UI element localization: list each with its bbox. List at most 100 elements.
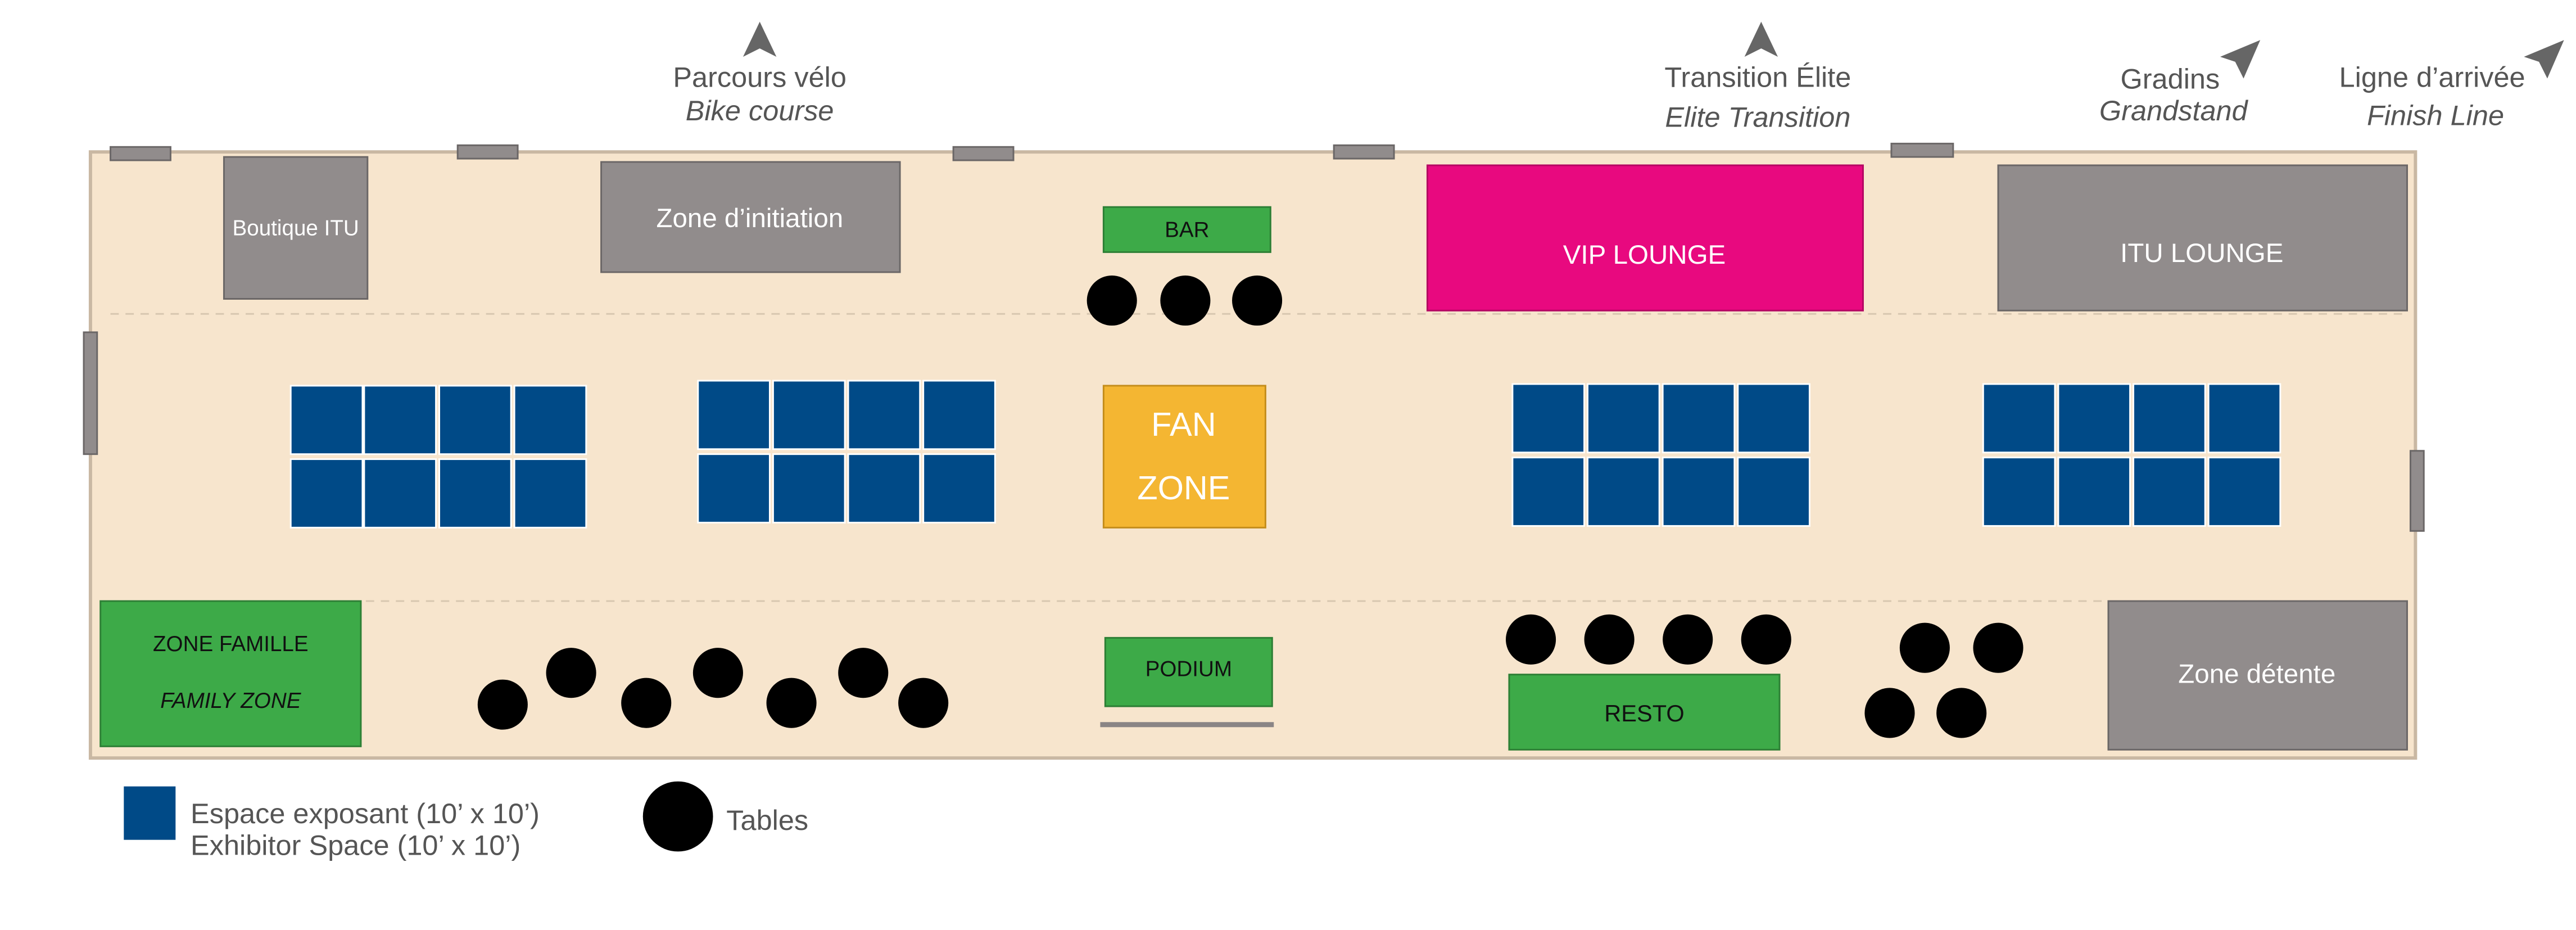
- bike-course-arrow-icon: [743, 21, 777, 57]
- table: [1663, 614, 1713, 665]
- table: [1864, 688, 1915, 738]
- entrance-marker: [1333, 144, 1395, 160]
- exhibitor-booth: [922, 453, 996, 523]
- exhibitor-booth: [772, 380, 846, 450]
- transition-label-fr: Transition Élite: [1664, 61, 1851, 93]
- zone-resto: [1508, 674, 1781, 751]
- legend-booth-swatch: [124, 786, 176, 840]
- zone-initiation-label: Zone d’initiation: [656, 204, 843, 233]
- table: [898, 678, 949, 728]
- entrance-marker: [456, 144, 519, 160]
- exhibitor-booth: [1662, 383, 1736, 454]
- exhibitor-booth: [697, 453, 771, 523]
- exhibitor-booth: [2133, 383, 2206, 454]
- booth-block-1: [289, 385, 587, 529]
- zone-fan-label-line1: FAN: [1151, 405, 1216, 443]
- exhibitor-booth: [289, 458, 364, 529]
- zone-vip-lounge-label: VIP LOUNGE: [1563, 240, 1726, 270]
- zone-family: [99, 600, 362, 747]
- exhibitor-booth: [363, 385, 437, 455]
- finish-line-label-fr: Ligne d’arrivée: [2339, 61, 2525, 93]
- exhibitor-booth: [438, 458, 512, 529]
- exhibitor-booth: [1982, 457, 2056, 527]
- exhibitor-booth: [2207, 457, 2281, 527]
- zone-fan-label-line2: ZONE: [1137, 469, 1230, 507]
- exhibitor-booth: [1587, 383, 1660, 454]
- exhibitor-booth: [1737, 457, 1810, 527]
- exhibitor-booth: [2057, 457, 2131, 527]
- zone-fan: [1102, 385, 1266, 529]
- finish-line-arrow-icon: [2524, 40, 2564, 79]
- zone-resto-label: RESTO: [1604, 700, 1684, 726]
- zone-family-label-en: FAMILY ZONE: [160, 689, 301, 713]
- exhibitor-booth: [1511, 383, 1586, 454]
- table: [1506, 614, 1556, 665]
- table: [1973, 622, 2023, 673]
- zone-boutique-itu-label: Boutique ITU: [233, 216, 359, 241]
- bike-course-label-en: Bike course: [686, 94, 834, 127]
- grandstand-arrow-icon: [2220, 40, 2261, 79]
- zone-itu-lounge-label: ITU LOUNGE: [2120, 238, 2283, 268]
- zone-itu-lounge: [1997, 164, 2409, 311]
- finish-line-label-en: Finish Line: [2367, 100, 2504, 132]
- zone-podium-label: PODIUM: [1146, 657, 1232, 681]
- exhibitor-booth: [1587, 457, 1660, 527]
- zone-detente-label: Zone détente: [2178, 660, 2335, 689]
- zone-bar-label: BAR: [1165, 218, 1209, 242]
- zone-vip-lounge: [1426, 164, 1864, 311]
- entrance-marker: [952, 146, 1015, 161]
- exhibitor-booth: [2057, 383, 2131, 454]
- table: [1899, 622, 1950, 673]
- entrance-marker: [110, 146, 171, 161]
- grandstand-label-fr: Gradins: [2121, 62, 2220, 94]
- table: [838, 648, 889, 698]
- legend-exhibitor-fr: Espace exposant (10’ x 10’): [191, 797, 540, 829]
- exhibitor-booth: [1737, 383, 1810, 454]
- exhibitor-booth: [847, 453, 921, 523]
- table: [1936, 688, 1987, 738]
- zone-podium: [1104, 636, 1273, 707]
- exhibitor-booth: [513, 458, 587, 529]
- exhibitor-booth: [1982, 383, 2056, 454]
- grandstand-label-en: Grandstand: [2099, 94, 2249, 127]
- exhibitor-booth: [289, 385, 364, 455]
- legend-table-swatch: [642, 781, 713, 852]
- exhibitor-booth: [922, 380, 996, 450]
- transition-label-en: Elite Transition: [1665, 101, 1850, 133]
- zone-initiation: [600, 161, 901, 273]
- entrance-marker: [2409, 450, 2425, 532]
- table: [621, 678, 672, 728]
- zone-bar: [1102, 206, 1271, 253]
- exhibitor-booth: [2207, 383, 2281, 454]
- booth-block-2: [697, 380, 996, 523]
- booth-block-4: [1982, 383, 2281, 527]
- exhibitor-booth: [1662, 457, 1736, 527]
- exhibitor-booth: [772, 453, 846, 523]
- exhibitor-booth: [697, 380, 771, 450]
- exhibitor-booth: [438, 385, 512, 455]
- table: [477, 679, 528, 730]
- exhibitor-booth: [847, 380, 921, 450]
- entrance-marker: [83, 331, 98, 455]
- table: [1232, 275, 1283, 326]
- table: [1086, 275, 1137, 326]
- legend-exhibitor-en: Exhibitor Space (10’ x 10’): [191, 829, 520, 861]
- table: [1584, 614, 1635, 665]
- zone-family-label-fr: ZONE FAMILLE: [153, 632, 309, 656]
- table: [1741, 614, 1791, 665]
- table: [692, 648, 743, 698]
- legend-tables-label: Tables: [726, 804, 808, 836]
- exhibitor-booth: [363, 458, 437, 529]
- exhibitor-booth: [513, 385, 587, 455]
- exhibitor-booth: [1511, 457, 1586, 527]
- bike-course-label-fr: Parcours vélo: [673, 61, 846, 93]
- exhibitor-booth: [2133, 457, 2206, 527]
- entrance-marker: [1890, 142, 1954, 158]
- booth-block-3: [1511, 383, 1810, 527]
- zone-detente: [2107, 600, 2409, 751]
- table: [546, 648, 596, 698]
- table: [766, 678, 817, 728]
- transition-arrow-icon: [1744, 21, 1778, 57]
